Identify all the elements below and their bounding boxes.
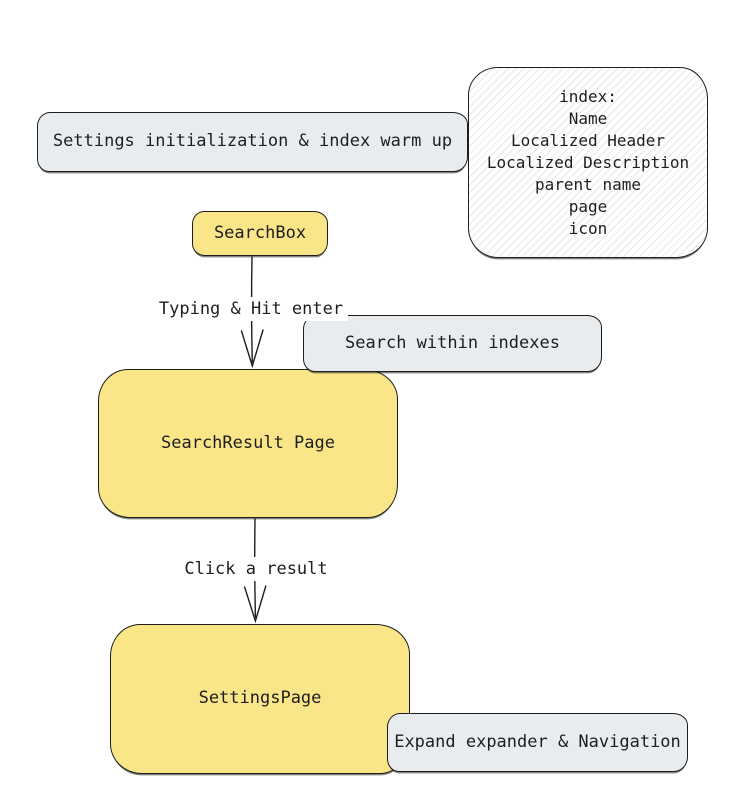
arrow-label-click[interactable]: Click a result bbox=[179, 557, 333, 581]
node-settings-init[interactable]: Settings initialization & index warm up bbox=[37, 112, 468, 172]
node-settings-page-label: SettingsPage bbox=[198, 688, 322, 709]
node-search-result-page[interactable]: SearchResult Page bbox=[98, 369, 398, 518]
index-line: parent name bbox=[535, 174, 641, 194]
node-expand-navigation-label: Expand expander & Navigation bbox=[394, 731, 681, 752]
node-index-fields[interactable]: index: Name Localized Header Localized D… bbox=[468, 67, 708, 258]
arrow-head-icon bbox=[243, 585, 267, 624]
node-search-result-label: SearchResult Page bbox=[161, 432, 335, 453]
arrow-label-typing[interactable]: Typing & Hit enter bbox=[153, 297, 349, 321]
node-settings-page[interactable]: SettingsPage bbox=[110, 624, 410, 774]
node-search-within-indexes[interactable]: Search within indexes bbox=[303, 315, 602, 372]
node-search-within-label: Search within indexes bbox=[345, 332, 560, 353]
index-line: icon bbox=[568, 218, 608, 238]
index-line: Localized Header bbox=[510, 130, 666, 150]
index-line: Name bbox=[568, 108, 608, 128]
node-expand-navigation[interactable]: Expand expander & Navigation bbox=[387, 713, 688, 772]
node-settings-init-label: Settings initialization & index warm up bbox=[52, 131, 453, 152]
index-line: Localized Description bbox=[486, 152, 690, 172]
arrow-head-icon bbox=[240, 329, 264, 369]
index-line: page bbox=[568, 196, 608, 216]
node-searchbox-label: SearchBox bbox=[213, 222, 307, 243]
node-searchbox[interactable]: SearchBox bbox=[192, 211, 328, 256]
index-line: index: bbox=[559, 86, 617, 106]
